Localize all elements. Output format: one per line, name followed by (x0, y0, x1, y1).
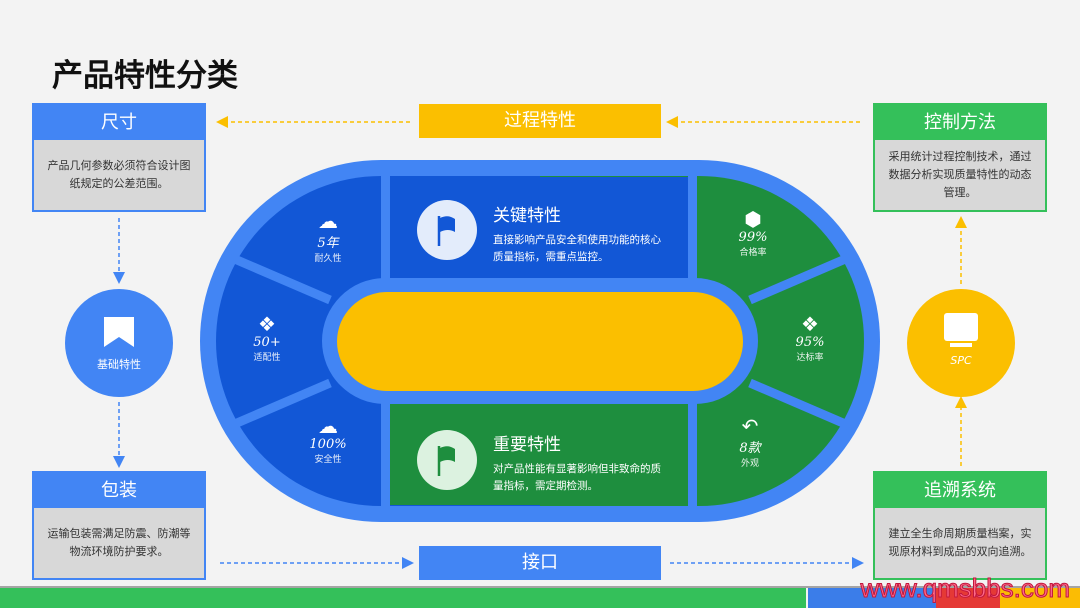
feature-text: 对产品性能有显著影响但非致命的质量指标，需定期检测。 (493, 463, 661, 492)
feature-text: 直接影响产品安全和使用功能的核心质量指标，需重点监控。 (493, 234, 661, 263)
segment-value: 95% (795, 335, 825, 350)
segment-compliance-rate: ❖95% 达标率 (770, 313, 850, 363)
interface-label: 接口 (419, 546, 661, 580)
segment-label: 合格率 (739, 248, 767, 258)
segment-appearance: ↶ 8款外观 (710, 415, 790, 469)
segment-label: 外观 (740, 459, 759, 469)
card-title: 包装 (34, 473, 204, 508)
circle-label: SPC (950, 354, 972, 367)
card-text: 产品几何参数必须符合设计图纸规定的公差范围。 (34, 140, 204, 210)
segment-label: 达标率 (796, 353, 824, 363)
flag-icon (437, 446, 455, 476)
card-package: 包装 运输包装需满足防震、防潮等物流环境防护要求。 (32, 471, 206, 580)
bottom-bar-yellow (1000, 588, 1080, 608)
segment-value: 8款 (739, 441, 761, 456)
card-text: 运输包装需满足防震、防潮等物流环境防护要求。 (34, 508, 204, 578)
card-text: 建立全生命周期质量档案，实现原材料到成品的双向追溯。 (875, 508, 1045, 578)
basic-characteristics-circle: 基础特性 (65, 289, 173, 397)
card-title: 控制方法 (875, 105, 1045, 140)
card-text: 采用统计过程控制技术，通过数据分析实现质量特性的动态管理。 (875, 140, 1045, 210)
monitor-icon (944, 313, 978, 347)
key-feature: 关键特性 直接影响产品安全和使用功能的核心质量指标，需重点监控。 (493, 201, 663, 266)
important-feature: 重要特性 对产品性能有显著影响但非致命的质量指标，需定期检测。 (493, 430, 663, 495)
segment-label: 耐久性 (314, 254, 342, 264)
flag-icon-circle (417, 430, 477, 490)
bottom-bar-blue (808, 588, 936, 608)
segment-compatibility: ❖50+ 适配性 (227, 313, 307, 363)
page-title: 产品特性分类 (52, 58, 238, 94)
spc-circle: SPC (907, 289, 1015, 397)
segment-value: 100% (309, 437, 347, 452)
card-title: 追溯系统 (875, 473, 1045, 508)
watermark: www.qmsbbs.com (860, 573, 1070, 604)
feature-title: 重要特性 (493, 435, 561, 455)
card-control: 控制方法 采用统计过程控制技术，通过数据分析实现质量特性的动态管理。 (873, 103, 1047, 212)
bottom-bar-red (936, 588, 1000, 608)
segment-value: 50+ (253, 335, 281, 350)
segment-value: 99% (738, 230, 768, 245)
cloud-icon: ☁ (318, 414, 338, 438)
process-characteristics-label: 过程特性 (419, 104, 661, 138)
card-trace: 追溯系统 建立全生命周期质量档案，实现原材料到成品的双向追溯。 (873, 471, 1047, 580)
segment-label: 安全性 (314, 455, 342, 465)
bookmark-icon (104, 317, 134, 347)
reply-all-icon: ↶ (741, 414, 759, 438)
card-title: 尺寸 (34, 105, 204, 140)
flag-icon-circle (417, 200, 477, 260)
circle-label: 基础特性 (97, 358, 141, 371)
segment-safety: ☁100% 安全性 (288, 415, 368, 465)
segment-label: 适配性 (253, 353, 281, 363)
segment-pass-rate: ⬢99% 合格率 (713, 208, 793, 258)
center-pill (337, 292, 743, 391)
hexagon-icon: ⬢ (744, 207, 762, 231)
cloud-icon: ☁ (318, 209, 338, 233)
dropbox-icon: ❖ (801, 312, 819, 336)
flag-icon (437, 216, 455, 246)
card-size: 尺寸 产品几何参数必须符合设计图纸规定的公差范围。 (32, 103, 206, 212)
segment-value: 5年 (317, 236, 339, 251)
segment-durability: ☁ 5年耐久性 (288, 210, 368, 264)
feature-title: 关键特性 (493, 206, 561, 226)
dropbox-icon: ❖ (258, 312, 276, 336)
bottom-bar-green (0, 588, 806, 608)
